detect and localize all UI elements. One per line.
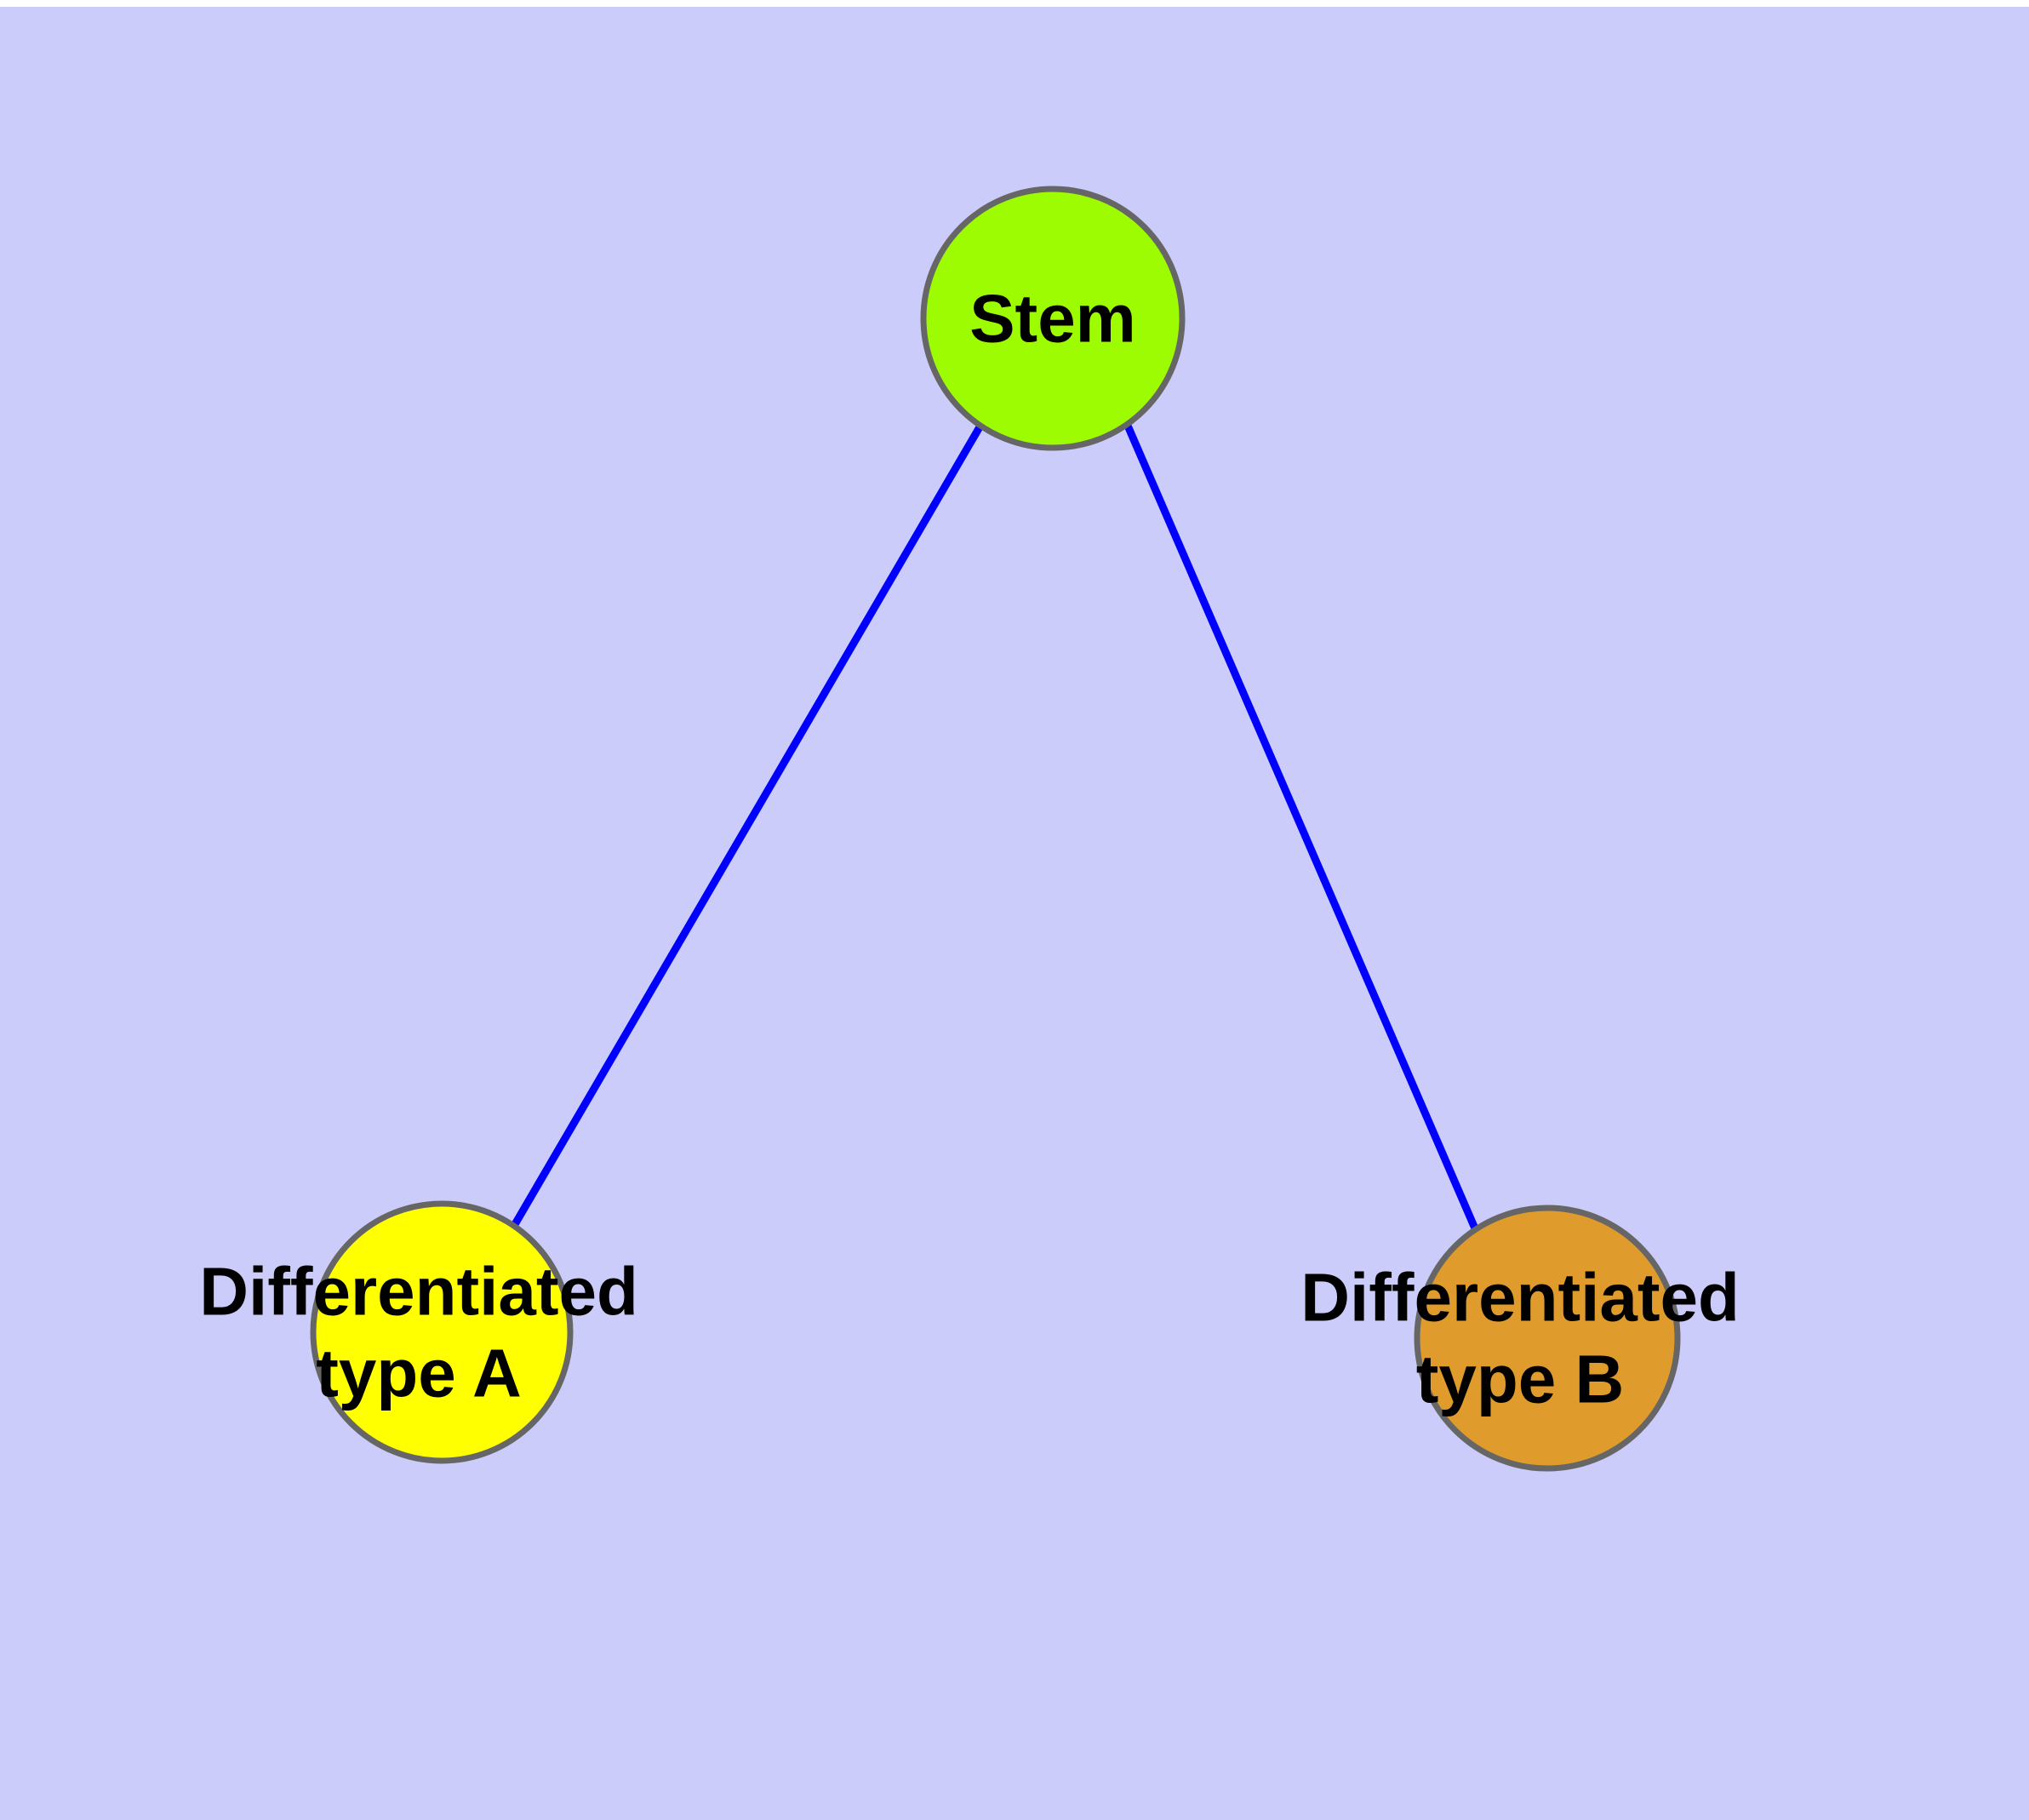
- node-stem[interactable]: [920, 186, 1186, 451]
- node-differentiated-type-b[interactable]: [1414, 1205, 1681, 1472]
- edge-stem-to-differentiated-type-a[interactable]: [511, 423, 984, 1228]
- edges-layer: [511, 423, 1479, 1230]
- node-differentiated-type-a[interactable]: [310, 1200, 574, 1464]
- node-label-stem: Stem: [969, 281, 1136, 357]
- nodes-layer: [310, 186, 1681, 1472]
- edge-stem-to-differentiated-type-b[interactable]: [1123, 424, 1479, 1230]
